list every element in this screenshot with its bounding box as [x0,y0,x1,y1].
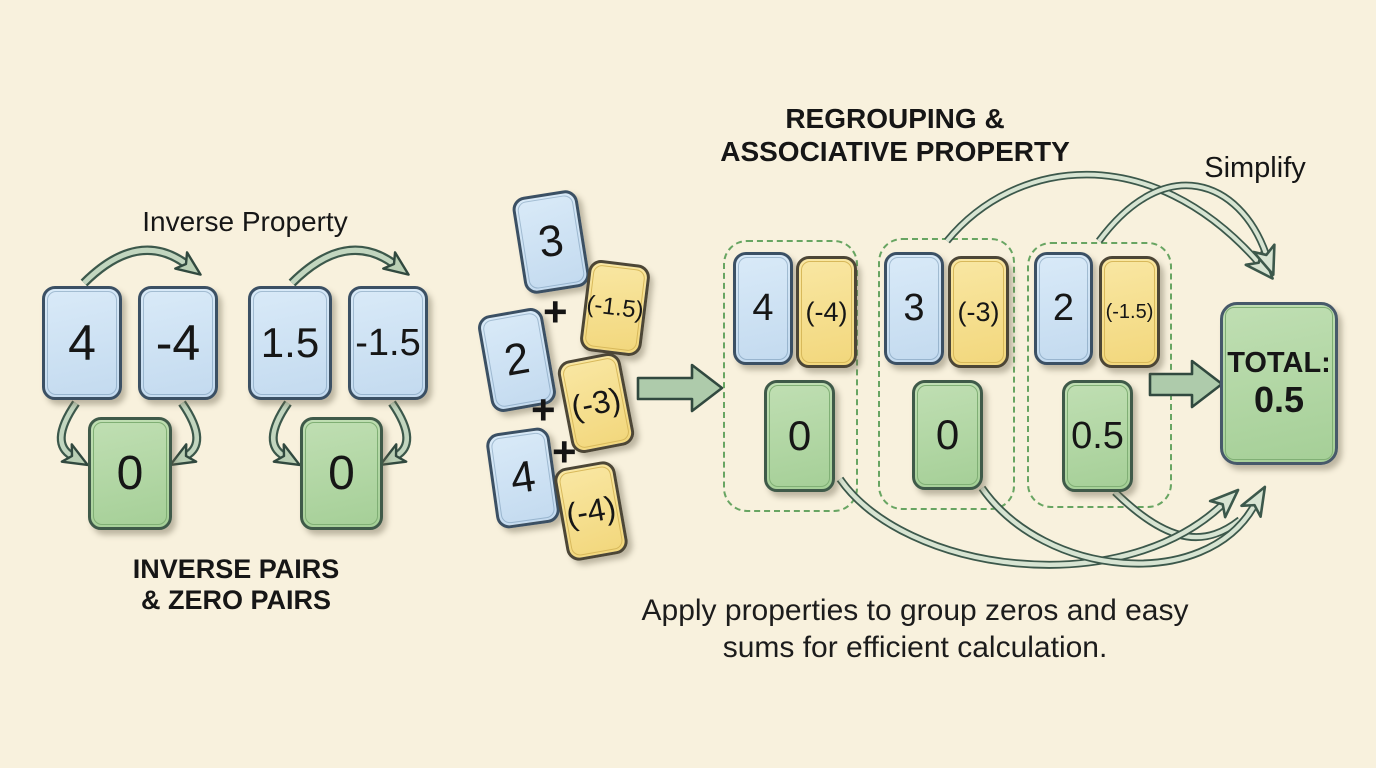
card-neg-1-5: -1.5 [348,286,428,400]
total-label: TOTAL: [1227,347,1331,380]
inverse-arc-arrow-icon-1 [80,245,202,287]
total-value: 0.5 [1253,378,1305,420]
regrouping-title: REGROUPING & ASSOCIATIVE PROPERTY [720,103,1070,167]
zero-pair-arrow-icon-1 [56,400,89,467]
group2-card-zero: 0 [912,380,983,490]
zero-pair-arrow-icon-4 [379,400,412,467]
zero-sum-curve-arrow-icon-2 [978,485,1267,568]
group1-card-pos-4: 4 [733,252,793,365]
card-pos-1-5: 1.5 [248,286,332,400]
card-neg-4: -4 [138,286,218,400]
group2-card-neg-3: (-3) [948,256,1009,368]
group3-card-result: 0.5 [1062,380,1133,492]
card-zero-1: 0 [88,417,172,530]
simplify-label: Simplify [1204,152,1306,184]
zero-pair-arrow-icon-3 [268,400,301,467]
group1-card-neg-4: (-4) [796,256,857,368]
zero-sum-curve-arrow-icon-1 [836,476,1240,569]
scatter-card-neg-1-5: (-1.5) [578,258,652,358]
total-card: TOTAL: 0.5 [1220,302,1338,465]
zero-sum-curve-arrow-icon-3 [1112,489,1243,541]
scatter-card-4: 4 [484,426,562,530]
group3-card-pos-2: 2 [1034,252,1093,365]
plus-sign-3: + [552,428,577,475]
zero-pair-arrow-icon-2 [169,400,202,467]
footer-caption: Apply properties to group zeros and easy… [641,594,1189,664]
group2-card-pos-3: 3 [884,252,944,365]
group1-card-zero: 0 [764,380,835,492]
card-zero-2: 0 [300,417,383,530]
plus-sign-2: + [531,386,556,433]
inverse-property-title: Inverse Property [142,206,348,237]
plus-sign-1: + [543,288,568,335]
group-right-arrow-icon [636,363,724,413]
inverse-arc-arrow-icon-2 [288,245,410,287]
simplify-arc-arrow-icon-2 [1095,181,1276,277]
simplify-arc-arrow-icon-1 [944,170,1274,280]
group-box-1 [723,240,858,512]
inverse-pairs-caption: INVERSE PAIRS & ZERO PAIRS [132,554,340,615]
group3-card-neg-1-5: (-1.5) [1099,256,1160,368]
card-pos-4: 4 [42,286,122,400]
total-right-arrow-icon [1148,359,1224,409]
